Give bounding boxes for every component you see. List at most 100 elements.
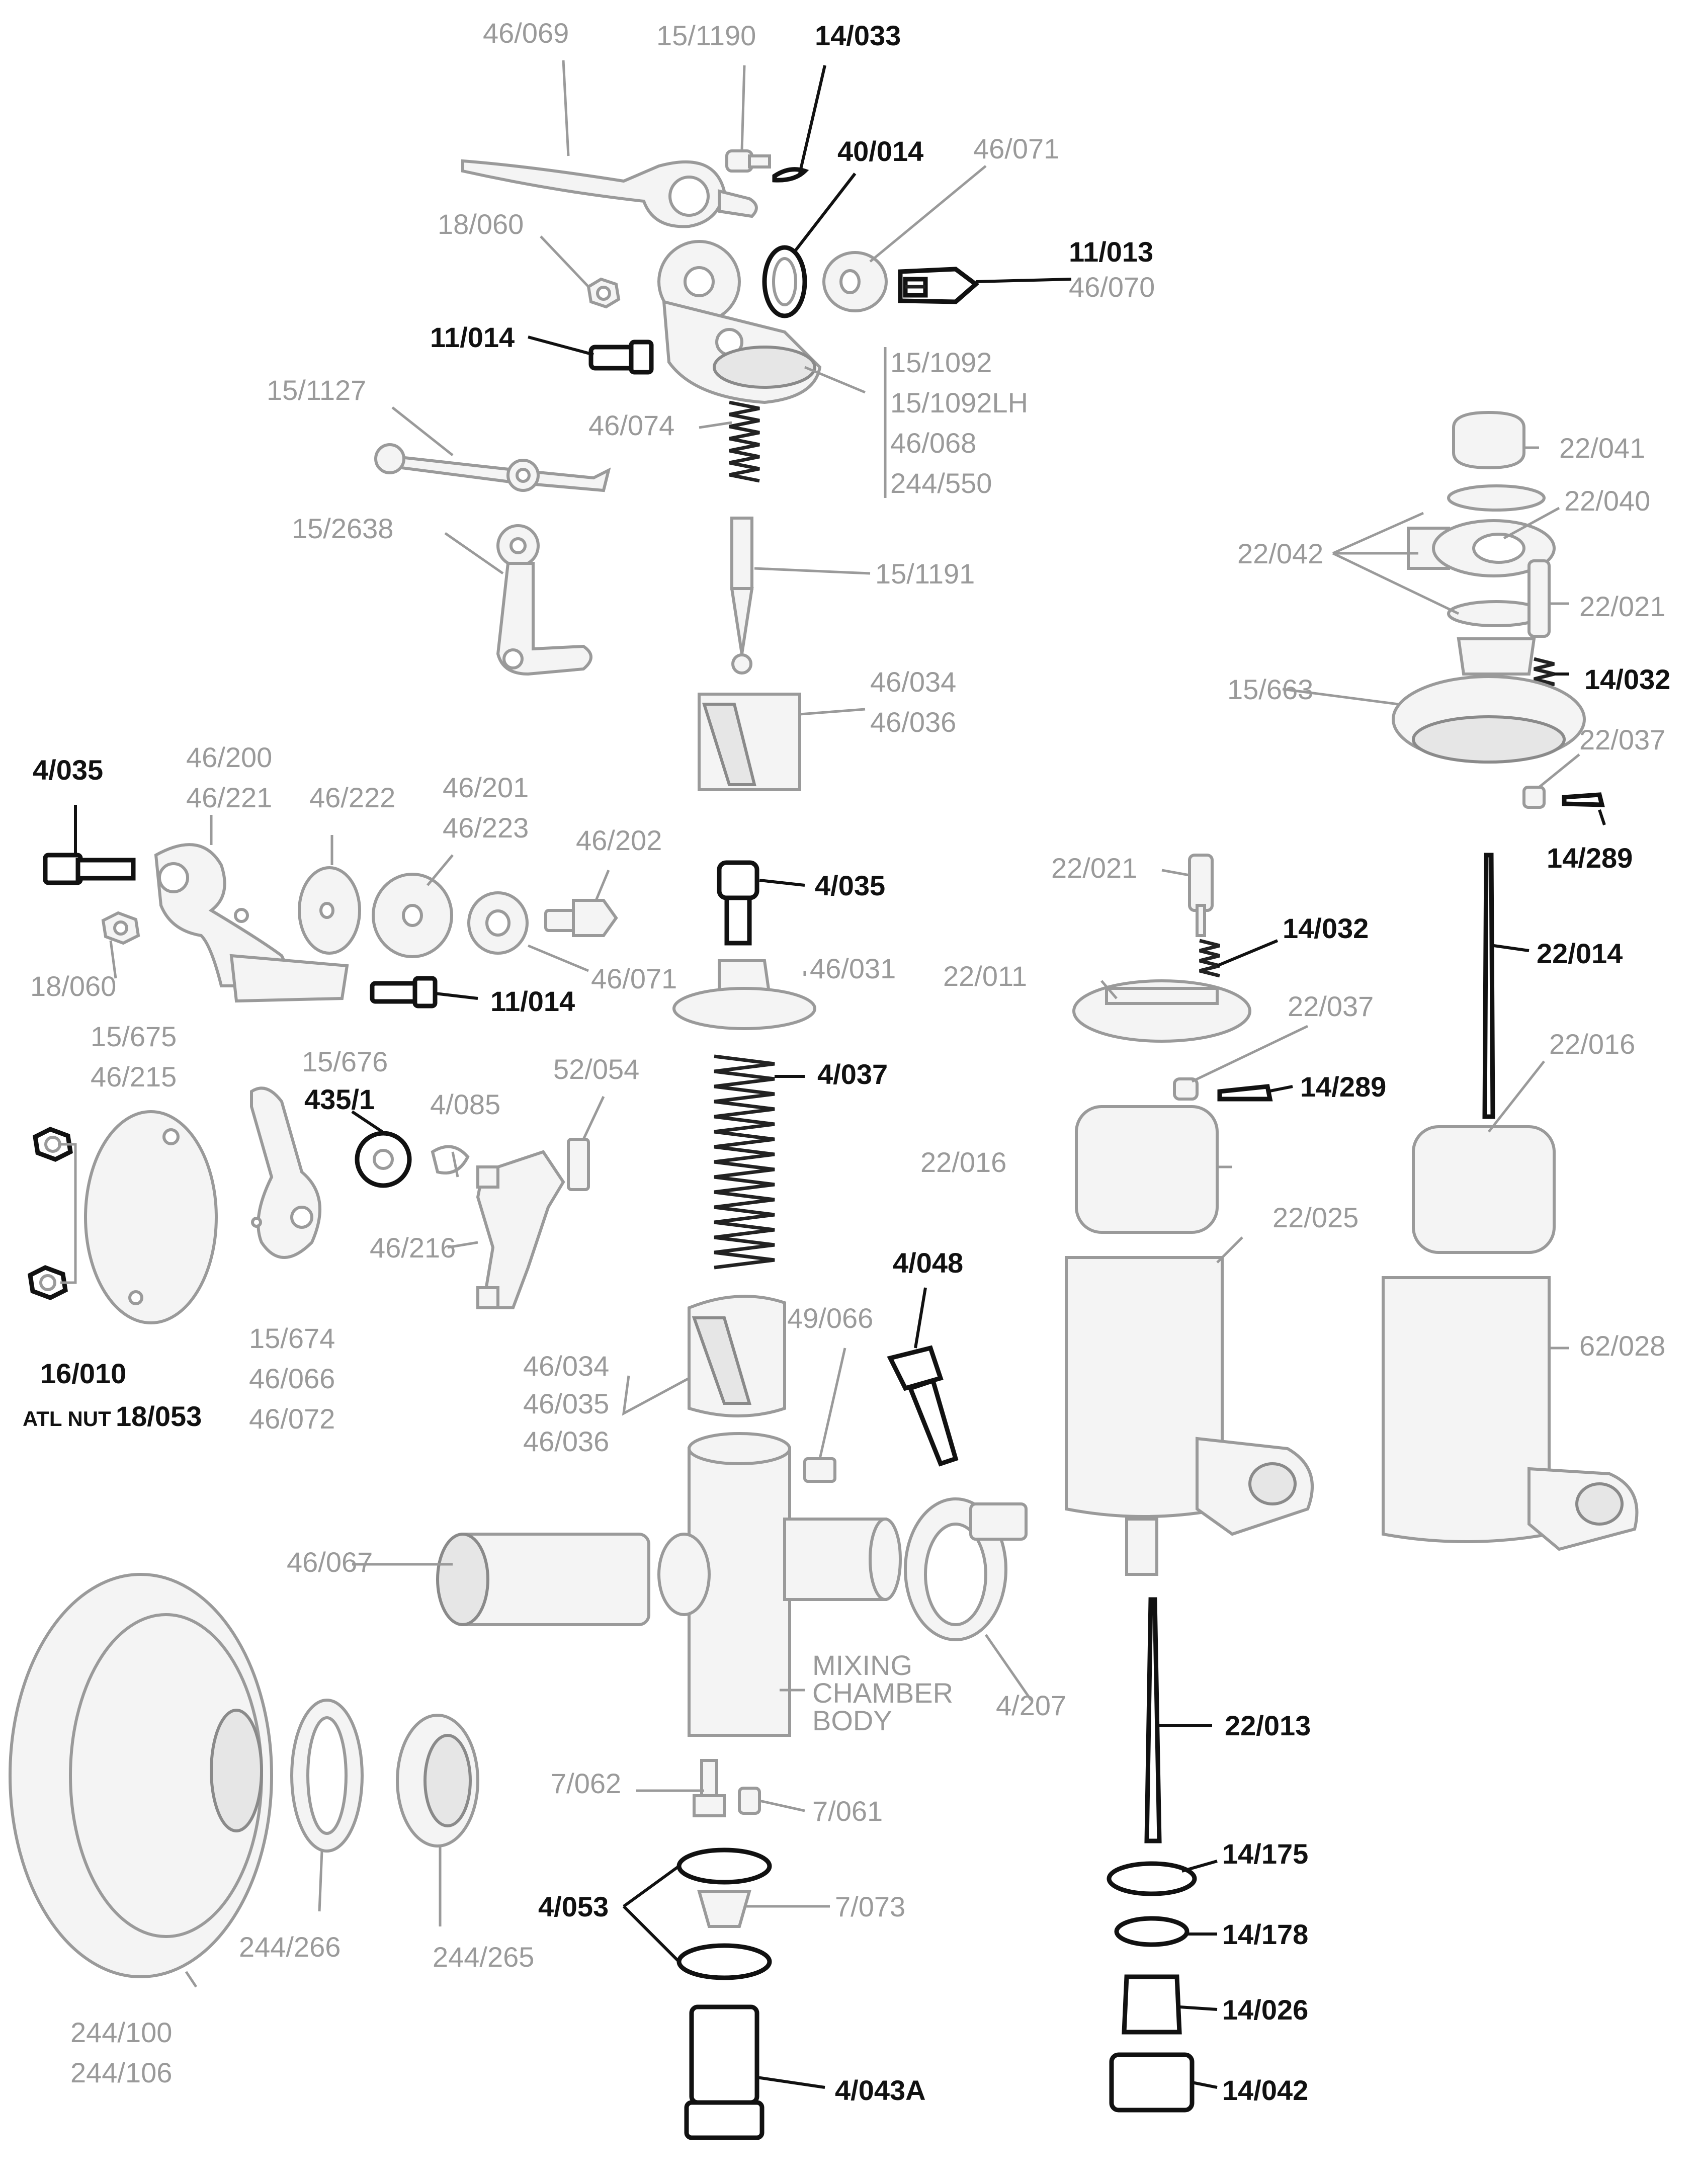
label-mixing: MIXING — [812, 1649, 912, 1681]
label-4-035-left: 4/035 — [33, 754, 103, 786]
float-22-016-mid — [1075, 1105, 1219, 1234]
clamp-ring-4-207 — [904, 1497, 1028, 1641]
float-cover-15-663 — [1392, 637, 1586, 764]
washer-4-053-lower — [676, 1943, 772, 1980]
label-14-042: 14/042 — [1222, 2074, 1308, 2106]
label-22-016-mid: 22/016 — [920, 1146, 1006, 1178]
label-46-202: 46/202 — [576, 824, 662, 856]
split-pin-14-289-right — [1562, 792, 1605, 807]
label-14-289-mid: 14/289 — [1300, 1071, 1386, 1103]
cap-46-031 — [672, 959, 816, 1030]
label-46-068: 46/068 — [890, 427, 976, 459]
label-22-014: 22/014 — [1537, 938, 1623, 969]
banjo-22-040 — [1407, 519, 1556, 577]
link-rod-15-1127 — [374, 443, 611, 492]
label-46-036-mid: 46/036 — [523, 1425, 609, 1457]
label-atl-nut: ATL NUT — [23, 1407, 111, 1431]
label-7-062: 7/062 — [551, 1768, 621, 1799]
float-chamber-62-028 — [1382, 1276, 1639, 1551]
label-46-035: 46/035 — [523, 1388, 609, 1419]
label-15-675: 15/675 — [91, 1021, 177, 1052]
label-46-071-mid: 46/071 — [591, 963, 677, 994]
mixing-chamber-body — [657, 1432, 902, 1737]
washer-14-175 — [1107, 1861, 1197, 1896]
label-15-674: 15/674 — [249, 1322, 335, 1354]
washer-46-071-mid — [467, 891, 529, 955]
banjo-bolt-22-013 — [1144, 1597, 1162, 1843]
ring-244-266 — [290, 1699, 364, 1853]
label-22-011: 22/011 — [943, 960, 1027, 992]
label-46-222: 46/222 — [309, 782, 395, 813]
leader-lines-grey — [58, 60, 1580, 1988]
label-14-175: 14/175 — [1222, 1838, 1308, 1870]
label-62-028: 62/028 — [1579, 1330, 1665, 1362]
leader-lines-black — [74, 65, 1606, 2089]
tickler-22-021-top — [1527, 559, 1551, 638]
bolt-11-014-mid — [370, 976, 438, 1009]
spring-46-074 — [729, 400, 760, 483]
label-49-066: 49/066 — [787, 1302, 873, 1334]
label-14-032-top: 14/032 — [1584, 663, 1670, 695]
label-4-037: 4/037 — [817, 1058, 888, 1090]
label-22-041: 22/041 — [1559, 432, 1645, 464]
nut-18-060-mid — [101, 911, 140, 945]
label-22-013: 22/013 — [1225, 1710, 1311, 1741]
tickler-22-021-mid — [1188, 854, 1214, 937]
cap-22-041 — [1452, 410, 1525, 470]
label-46-067: 46/067 — [287, 1546, 373, 1578]
stop-bracket-46-200 — [154, 843, 349, 1003]
label-46-066: 46/066 — [249, 1363, 335, 1394]
screw-4-035-centre — [717, 860, 759, 946]
choke-cover-15-675 — [84, 1110, 218, 1324]
air-filter-244-100 — [9, 1573, 273, 1978]
screw-46-202 — [544, 899, 618, 937]
small-screw-15-1190 — [725, 149, 771, 173]
label-244-550: 244/550 — [890, 467, 992, 499]
part-labels: 46/069 15/1190 14/033 40/014 46/071 18/0… — [23, 17, 1670, 2106]
screw-4-048 — [887, 1345, 959, 1467]
banjo-4-043a — [684, 2004, 765, 2140]
label-body: BODY — [812, 1705, 892, 1736]
label-15-1191: 15/1191 — [875, 558, 975, 590]
label-46-216: 46/216 — [370, 1232, 456, 1264]
label-11-013: 11/013 — [1069, 236, 1153, 268]
label-40-014: 40/014 — [837, 135, 923, 167]
washer-46-201 — [372, 873, 453, 958]
spring-4-037 — [714, 1054, 775, 1270]
label-15-1092lh: 15/1092LH — [890, 387, 1028, 418]
intake-tube-46-067 — [436, 1533, 650, 1626]
filter-7-073 — [697, 1890, 751, 1928]
label-4-207: 4/207 — [996, 1690, 1066, 1721]
label-4-035-centre: 4/035 — [815, 870, 885, 901]
label-244-265: 244/265 — [433, 1941, 534, 1973]
washer-46-222 — [298, 866, 361, 955]
label-15-1092: 15/1092 — [890, 347, 992, 378]
throttle-slide-46-034-top — [698, 693, 801, 791]
label-22-042: 22/042 — [1237, 538, 1323, 569]
label-46-201: 46/201 — [443, 772, 529, 803]
label-15-1190: 15/1190 — [656, 20, 756, 51]
spring-washer-4-085 — [431, 1145, 470, 1174]
label-15-663: 15/663 — [1227, 674, 1313, 705]
label-14-178: 14/178 — [1222, 1918, 1308, 1950]
throttle-lever-46-069 — [461, 159, 758, 228]
choke-lever-15-674 — [250, 1086, 321, 1259]
cap-nut-16-010-upper — [33, 1127, 73, 1162]
label-14-289-right: 14/289 — [1547, 842, 1633, 874]
label-14-033: 14/033 — [815, 20, 901, 51]
gauze-244-265 — [396, 1714, 479, 1847]
bell-crank-15-2638 — [496, 524, 592, 676]
label-7-073: 7/073 — [835, 1891, 905, 1922]
label-15-676: 15/676 — [302, 1046, 388, 1077]
float-needle-22-014 — [1482, 853, 1495, 1119]
screw-52-054 — [567, 1138, 590, 1191]
label-46-223: 46/223 — [443, 812, 529, 844]
jet-7-062 — [693, 1759, 726, 1817]
bolt-11-014-top — [588, 340, 654, 375]
nut-18-060-top — [586, 277, 621, 309]
label-46-200: 46/200 — [186, 741, 272, 773]
label-52-054: 52/054 — [553, 1053, 639, 1085]
label-435-1: 435/1 — [304, 1083, 375, 1115]
label-46-036-top: 46/036 — [870, 706, 956, 738]
